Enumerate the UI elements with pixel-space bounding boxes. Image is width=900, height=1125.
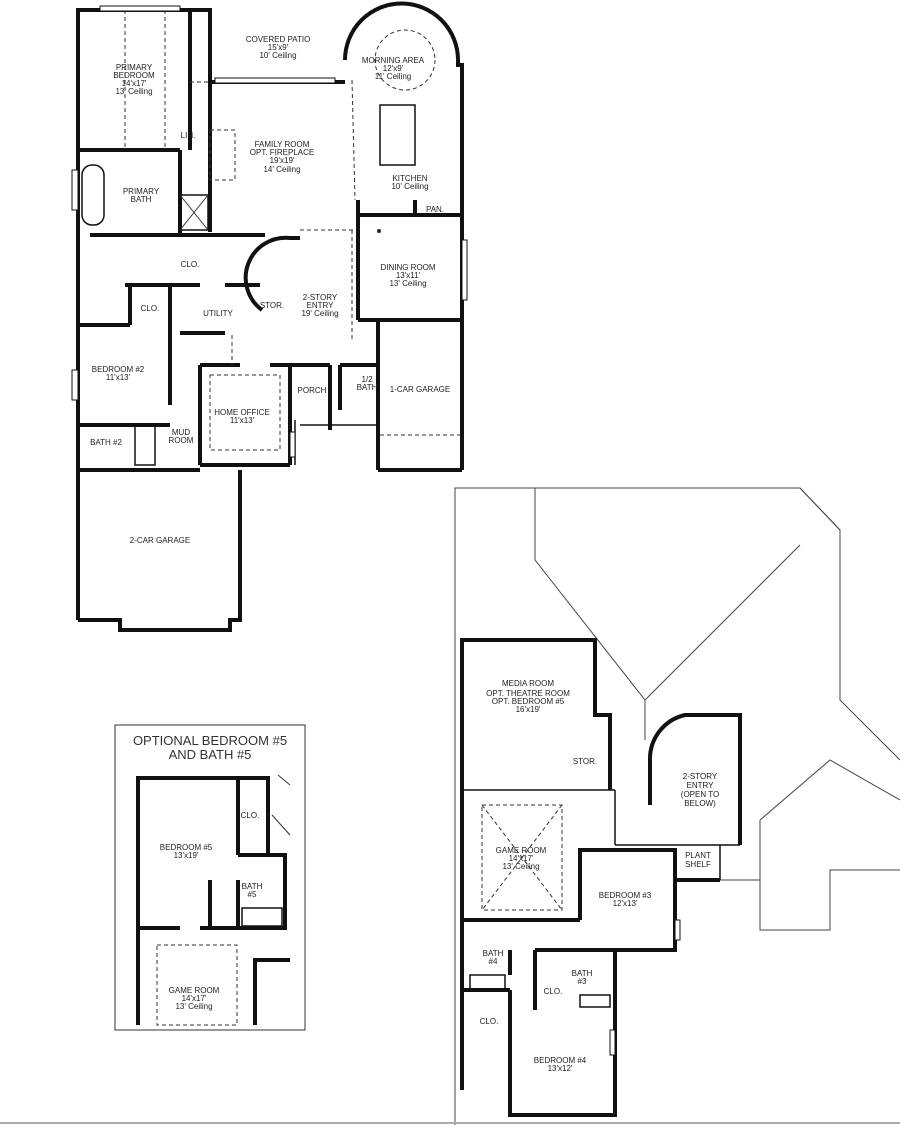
room-label-opt-bath-5: BATH#5 [242, 882, 263, 899]
room-label-porch: PORCH [298, 386, 327, 395]
room-label-linen: LIN. [181, 131, 196, 140]
room-label-bath-4: BATH#4 [483, 949, 504, 966]
room-label-one-car-garage: 1-CAR GARAGE [390, 385, 450, 394]
room-label-closet-3: CLO. [544, 987, 563, 996]
room-label-pantry: PAN. [426, 205, 444, 214]
room-label-bath-3: BATH#3 [572, 969, 593, 986]
room-label-storage-2: STOR. [573, 757, 597, 766]
room-label-closet-primary: CLO. [181, 260, 200, 269]
second-floor-roof [454, 487, 900, 1125]
room-label-closet-bed2: CLO. [141, 304, 160, 313]
room-label-closet-4: CLO. [480, 1017, 499, 1026]
room-label-utility: UTILITY [203, 309, 233, 318]
room-label-opt-closet: CLO. [241, 811, 260, 820]
first-floor-details [71, 5, 468, 466]
second-floor-walls [460, 638, 742, 1117]
room-label-storage: STOR. [260, 301, 284, 310]
room-label-bath-2: BATH #2 [90, 438, 122, 447]
room-label-two-car-garage: 2-CAR GARAGE [130, 536, 190, 545]
